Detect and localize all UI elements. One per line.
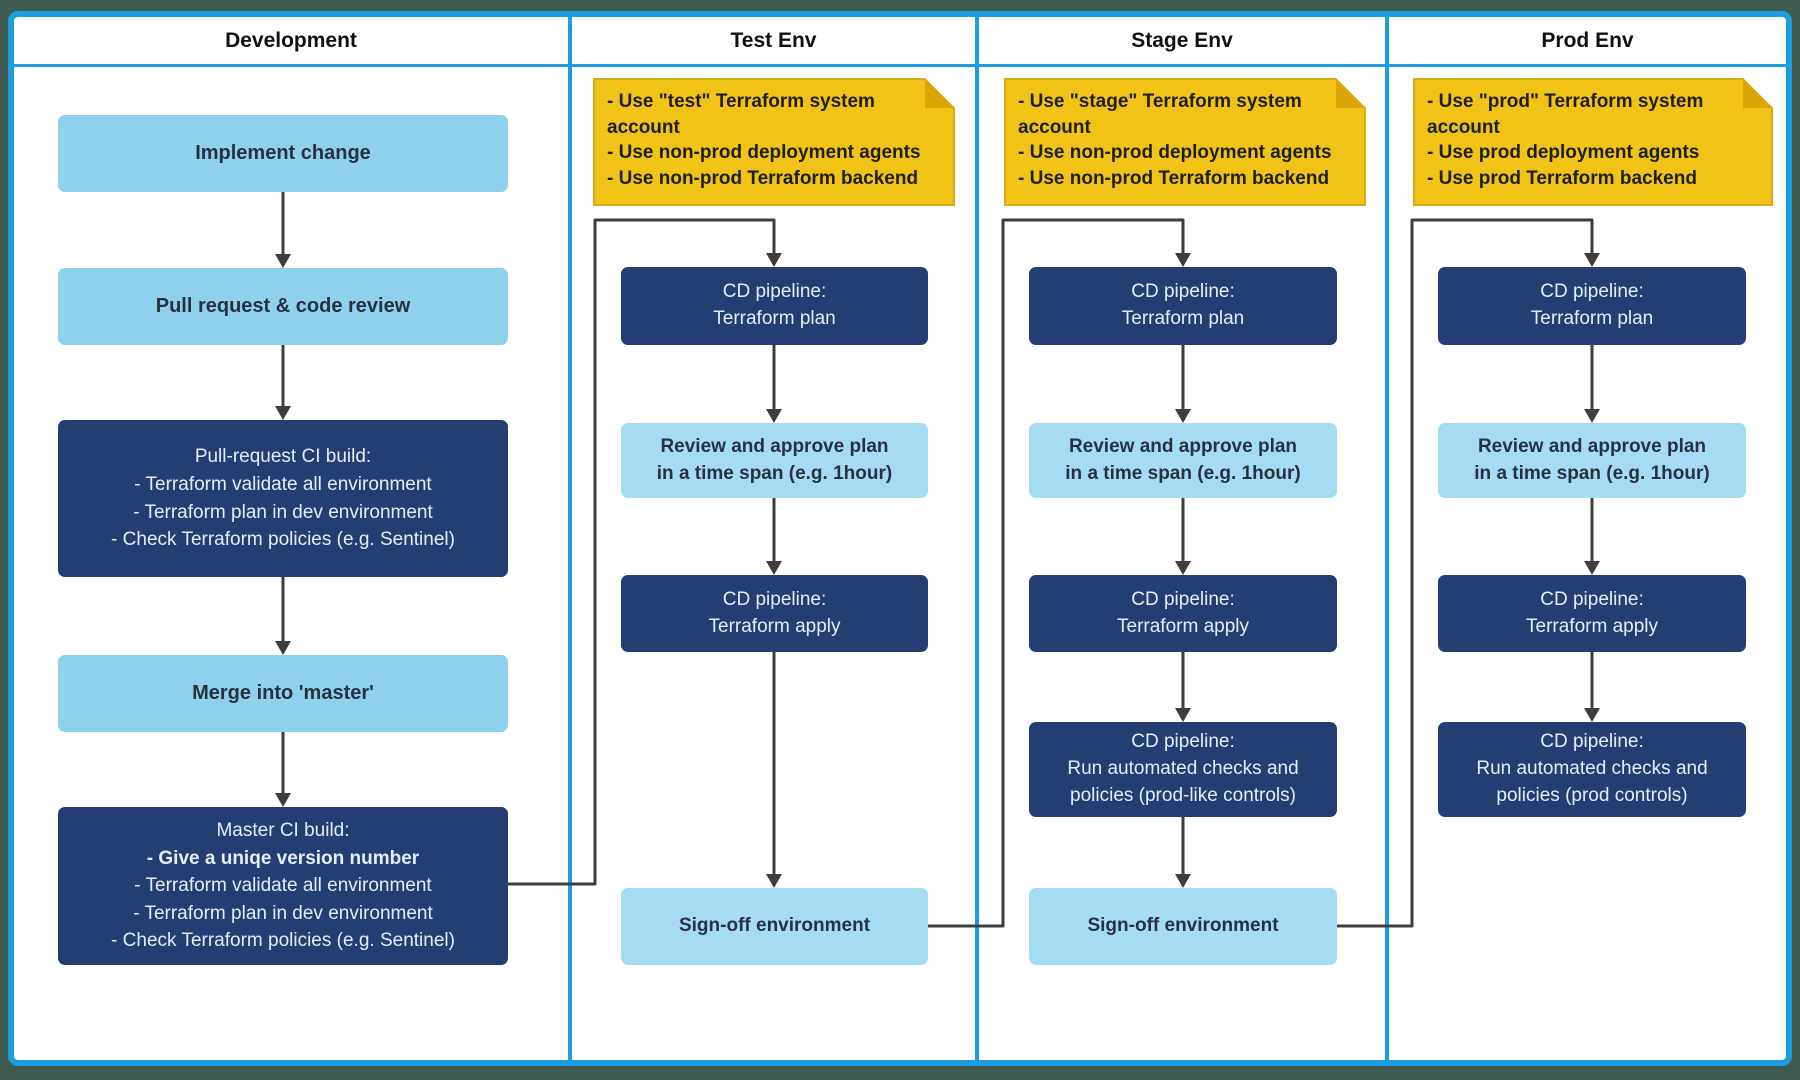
flow-box-label: Review and approve plan in a time span (… xyxy=(656,435,893,484)
flow-box-line: - Terraform plan in dev environment xyxy=(133,902,433,924)
flow-box-label: CD pipeline: Run automated checks and po… xyxy=(1476,731,1708,806)
flow-box-line: Pull-request CI build: xyxy=(194,446,372,468)
flow-box-master-ci-build: Master CI build: - Give a uniqe version … xyxy=(58,807,508,965)
flow-box-stage-cd-automated-checks: CD pipeline: Run automated checks and po… xyxy=(1029,722,1337,817)
flow-box-line: - Terraform plan in dev environment xyxy=(133,501,433,523)
flow-box-label: CD pipeline: Terraform plan xyxy=(713,281,836,329)
lane-header-prod-env: Prod Env xyxy=(1541,29,1634,52)
sticky-note-prod-env: - Use "prod" Terraform system account - … xyxy=(1413,78,1773,206)
flow-box-label: CD pipeline: Terraform apply xyxy=(708,588,841,637)
flow-box-test-review-approve-plan: Review and approve plan in a time span (… xyxy=(621,423,928,498)
flow-box-line-bold: - Give a uniqe version number xyxy=(146,847,420,869)
flow-box-prod-cd-terraform-plan: CD pipeline: Terraform plan xyxy=(1438,267,1746,345)
flow-box-label: Implement change xyxy=(195,142,371,165)
flow-box-implement-change: Implement change xyxy=(58,115,508,192)
header-separator-line xyxy=(14,64,1786,67)
flow-box-label: Review and approve plan in a time span (… xyxy=(1065,435,1301,484)
flow-box-test-cd-terraform-apply: CD pipeline: Terraform apply xyxy=(621,575,928,652)
flow-box-line: - Check Terraform policies (e.g. Sentine… xyxy=(111,529,455,551)
flow-box-label: CD pipeline: Terraform apply xyxy=(1526,588,1658,637)
flow-box-line: - Terraform validate all environment xyxy=(134,473,432,495)
sticky-note-text: - Use "stage" Terraform system account -… xyxy=(1018,91,1332,189)
flow-box-stage-review-approve-plan: Review and approve plan in a time span (… xyxy=(1029,423,1337,498)
flow-box-pull-request-ci-build: Pull-request CI build: - Terraform valid… xyxy=(58,420,508,577)
flow-box-prod-cd-terraform-apply: CD pipeline: Terraform apply xyxy=(1438,575,1746,652)
lane-header-test-env: Test Env xyxy=(730,29,817,52)
flow-box-label: Sign-off environment xyxy=(678,915,871,937)
sticky-note-stage-env: - Use "stage" Terraform system account -… xyxy=(1004,78,1366,206)
flow-box-merge-into-master: Merge into 'master' xyxy=(58,655,508,732)
flow-box-prod-review-approve-plan: Review and approve plan in a time span (… xyxy=(1438,423,1746,498)
flow-box-prod-cd-automated-checks: CD pipeline: Run automated checks and po… xyxy=(1438,722,1746,817)
flow-box-label: Review and approve plan in a time span (… xyxy=(1474,435,1710,484)
flow-box-line: - Check Terraform policies (e.g. Sentine… xyxy=(111,930,455,952)
flow-box-line: - Terraform validate all environment xyxy=(134,875,432,897)
lane-divider-dev-test xyxy=(568,17,572,1060)
flow-box-label: CD pipeline: Terraform plan xyxy=(1530,281,1654,329)
flow-box-label: CD pipeline: Terraform plan xyxy=(1121,281,1245,329)
flow-box-stage-sign-off-environment: Sign-off environment xyxy=(1029,888,1337,965)
sticky-note-text: - Use "prod" Terraform system account - … xyxy=(1427,91,1704,189)
flow-box-label: Merge into 'master' xyxy=(192,682,374,705)
flow-box-label: Pull request & code review xyxy=(155,295,411,318)
flow-box-test-cd-terraform-plan: CD pipeline: Terraform plan xyxy=(621,267,928,345)
flow-box-pull-request-code-review: Pull request & code review xyxy=(58,268,508,345)
flow-box-stage-cd-terraform-apply: CD pipeline: Terraform apply xyxy=(1029,575,1337,652)
lane-divider-test-stage xyxy=(975,17,979,1060)
flow-box-stage-cd-terraform-plan: CD pipeline: Terraform plan xyxy=(1029,267,1337,345)
lane-header-development: Development xyxy=(225,29,357,52)
flow-box-label: CD pipeline: Terraform apply xyxy=(1117,588,1249,637)
flow-box-line: Master CI build: xyxy=(216,820,350,842)
flow-box-test-sign-off-environment: Sign-off environment xyxy=(621,888,928,965)
sticky-note-text: - Use "test" Terraform system account - … xyxy=(607,91,921,189)
lane-header-stage-env: Stage Env xyxy=(1131,29,1233,52)
flow-box-label: CD pipeline: Run automated checks and po… xyxy=(1067,731,1299,806)
flow-box-label: Sign-off environment xyxy=(1087,915,1279,937)
sticky-note-test-env: - Use "test" Terraform system account - … xyxy=(593,78,955,206)
lane-divider-stage-prod xyxy=(1385,17,1389,1060)
